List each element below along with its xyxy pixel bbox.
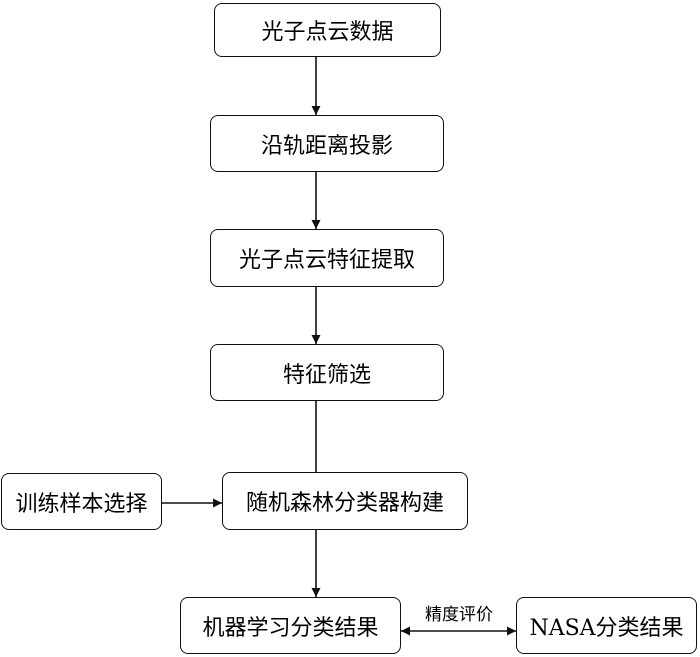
node-label: 特征筛选 bbox=[282, 362, 371, 388]
node-training-sample-selection: 训练样本选择 bbox=[1, 473, 162, 530]
node-label: 训练样本选择 bbox=[15, 491, 148, 517]
node-label: 机器学习分类结果 bbox=[202, 615, 379, 641]
node-label: NASA分类结果 bbox=[529, 615, 684, 641]
edge-label-accuracy-evaluation: 精度评价 bbox=[425, 605, 493, 625]
node-label: 随机森林分类器构建 bbox=[245, 491, 444, 516]
node-nasa-classification-result: NASA分类结果 bbox=[516, 597, 697, 654]
node-feature-selection: 特征筛选 bbox=[210, 344, 444, 401]
node-feature-extraction: 光子点云特征提取 bbox=[210, 229, 444, 287]
node-along-track-projection: 沿轨距离投影 bbox=[210, 115, 444, 172]
node-label: 沿轨距离投影 bbox=[260, 133, 393, 159]
node-ml-classification-result: 机器学习分类结果 bbox=[180, 597, 401, 654]
node-random-forest-construction: 随机森林分类器构建 bbox=[222, 472, 468, 530]
node-photon-point-cloud-data: 光子点云数据 bbox=[214, 3, 441, 57]
node-label: 光子点云数据 bbox=[261, 20, 394, 45]
node-label: 光子点云特征提取 bbox=[238, 248, 415, 273]
